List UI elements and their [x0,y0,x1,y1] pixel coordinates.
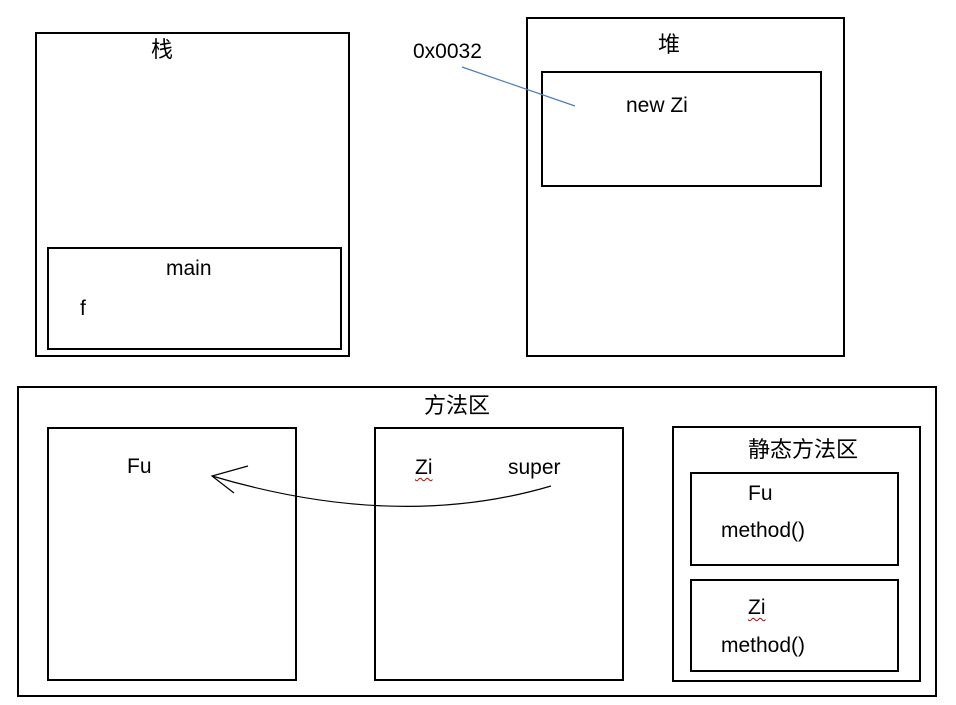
heap-title: 堆 [658,33,681,58]
static-fu-box [690,472,899,566]
main-frame [47,247,342,350]
static-zi-method: method() [721,634,806,657]
method-area-title: 方法区 [424,394,491,419]
static-fu-name: Fu [748,482,773,505]
stack-title: 栈 [151,38,174,63]
fu-class-name: Fu [127,455,152,478]
static-method-area [672,426,921,682]
heap-object-label: new Zi [626,94,688,117]
zi-class-box [374,427,624,681]
heap-region [526,17,845,357]
static-fu-method: method() [721,519,806,542]
main-frame-title: main [166,257,212,280]
stack-region [35,32,350,357]
static-method-area-title: 静态方法区 [748,438,859,463]
frame-variable-f: f [80,297,86,320]
static-zi-name: Zi [748,596,766,619]
address-label: 0x0032 [413,40,482,63]
heap-object [541,71,822,187]
static-zi-box [690,579,899,672]
method-area-region [17,386,937,697]
zi-class-name: Zi [415,456,433,479]
zi-super-label: super [508,456,561,479]
fu-class-box [47,427,297,681]
